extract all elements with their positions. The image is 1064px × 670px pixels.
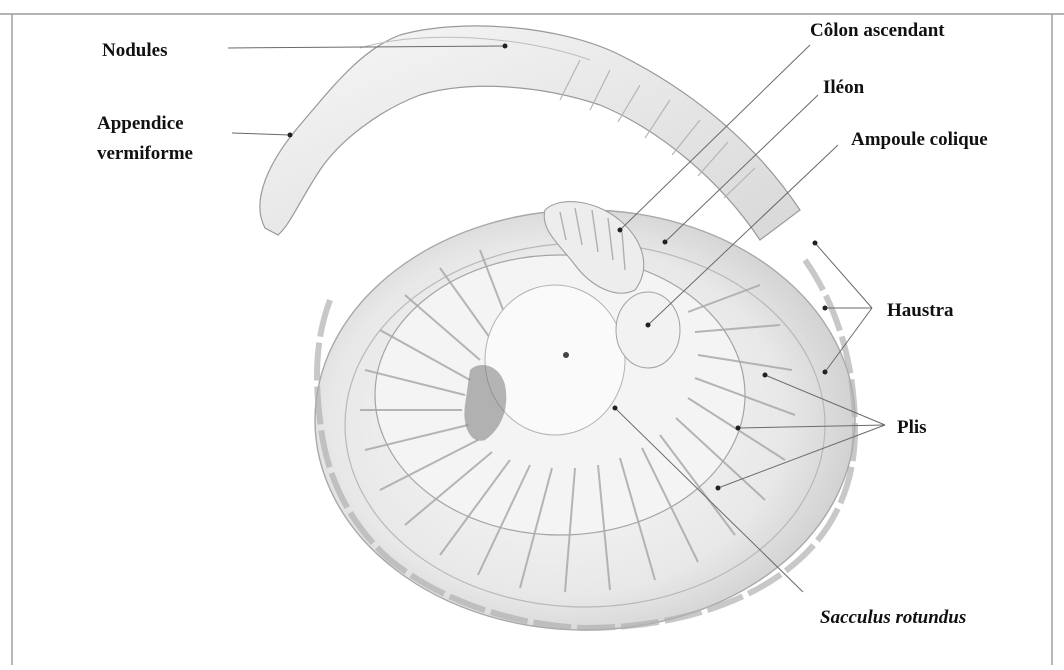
spiral-colon	[315, 202, 855, 630]
leader-haustra-1	[815, 243, 872, 308]
label-nodules: Nodules	[102, 40, 167, 61]
label-haustra: Haustra	[887, 300, 954, 321]
label-plis: Plis	[897, 417, 927, 438]
label-colon-ascendant: Côlon ascendant	[810, 20, 945, 41]
leader-appendix	[232, 133, 290, 135]
label-appendix-line1: Appendice	[97, 113, 184, 134]
label-ampoule-colique: Ampoule colique	[851, 129, 988, 150]
label-ileon: Iléon	[823, 77, 865, 98]
label-sacculus-rotundus: Sacculus rotundus	[820, 607, 966, 628]
label-appendix-line2: vermiforme	[97, 143, 193, 164]
